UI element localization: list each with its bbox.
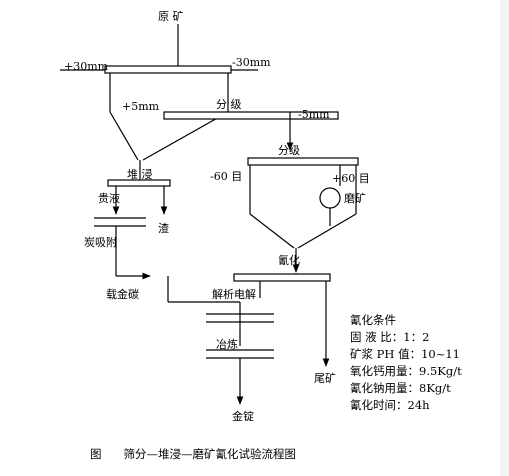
- plus30-label: +30mm: [64, 60, 109, 73]
- cyanidation-tank: [233, 273, 331, 282]
- minus60-label: -60 目: [210, 170, 243, 183]
- right-edge-strip: [500, 0, 509, 476]
- hopper-1-cone-right: [142, 111, 229, 161]
- figure-caption: 图 筛分—堆浸—磨矿氰化试验流程图: [90, 446, 296, 462]
- hopper-1-cone-left: [109, 111, 139, 161]
- caption-prefix: 图: [90, 447, 102, 461]
- condition-ph: 矿浆 PH 值：10~11: [350, 347, 460, 361]
- minus5-label: -5mm: [298, 108, 330, 121]
- conditions-title: 氰化条件: [350, 313, 396, 327]
- plus5-label: +5mm: [122, 100, 160, 113]
- screen-2: [247, 157, 359, 166]
- grinding-mill: [319, 187, 341, 209]
- desorb-elec-label: 解析电解: [212, 288, 256, 301]
- pregnant-label: 贵液: [98, 192, 120, 205]
- tailings-label: 尾矿: [314, 372, 336, 385]
- classifier-deck: [163, 111, 339, 120]
- screen-1: [104, 65, 232, 74]
- condition-time: 氰化时间：24h: [350, 398, 430, 412]
- condition-calcium: 氧化钙用量：9.5Kg/t: [350, 364, 462, 378]
- heap-leach-label: 堆 浸: [127, 168, 153, 181]
- caption-text: 筛分—堆浸—磨矿氰化试验流程图: [123, 447, 297, 461]
- residue-label: 渣: [158, 222, 169, 235]
- hopper-2-cone-right: [297, 213, 357, 249]
- heap-leach-bar: [107, 179, 171, 187]
- loaded-carbon-label: 载金碳: [106, 288, 139, 301]
- condition-sodium: 氰化钠用量：8Kg/t: [350, 381, 451, 395]
- cyanidation-conditions: 氰化条件 固 液 比：1：2 矿浆 PH 值：10~11 氧化钙用量：9.5Kg…: [350, 312, 462, 414]
- condition-solid-liquid: 固 液 比：1：2: [350, 330, 430, 344]
- classify2-label: 分级: [278, 144, 300, 157]
- grinding-label: 磨矿: [344, 192, 366, 205]
- classify1-label: 分 级: [216, 98, 242, 111]
- carbon-ads-label: 炭吸附: [84, 236, 117, 249]
- hopper-2-cone-left: [249, 213, 295, 249]
- gold-ingot-label: 金锭: [232, 410, 254, 423]
- smelting-label: 冶炼: [216, 338, 238, 351]
- raw-ore-label: 原 矿: [158, 10, 184, 23]
- minus30-label: -30mm: [232, 56, 271, 69]
- cyanidation-label: 氰化: [278, 254, 300, 267]
- plus60-label: +60 目: [332, 172, 370, 185]
